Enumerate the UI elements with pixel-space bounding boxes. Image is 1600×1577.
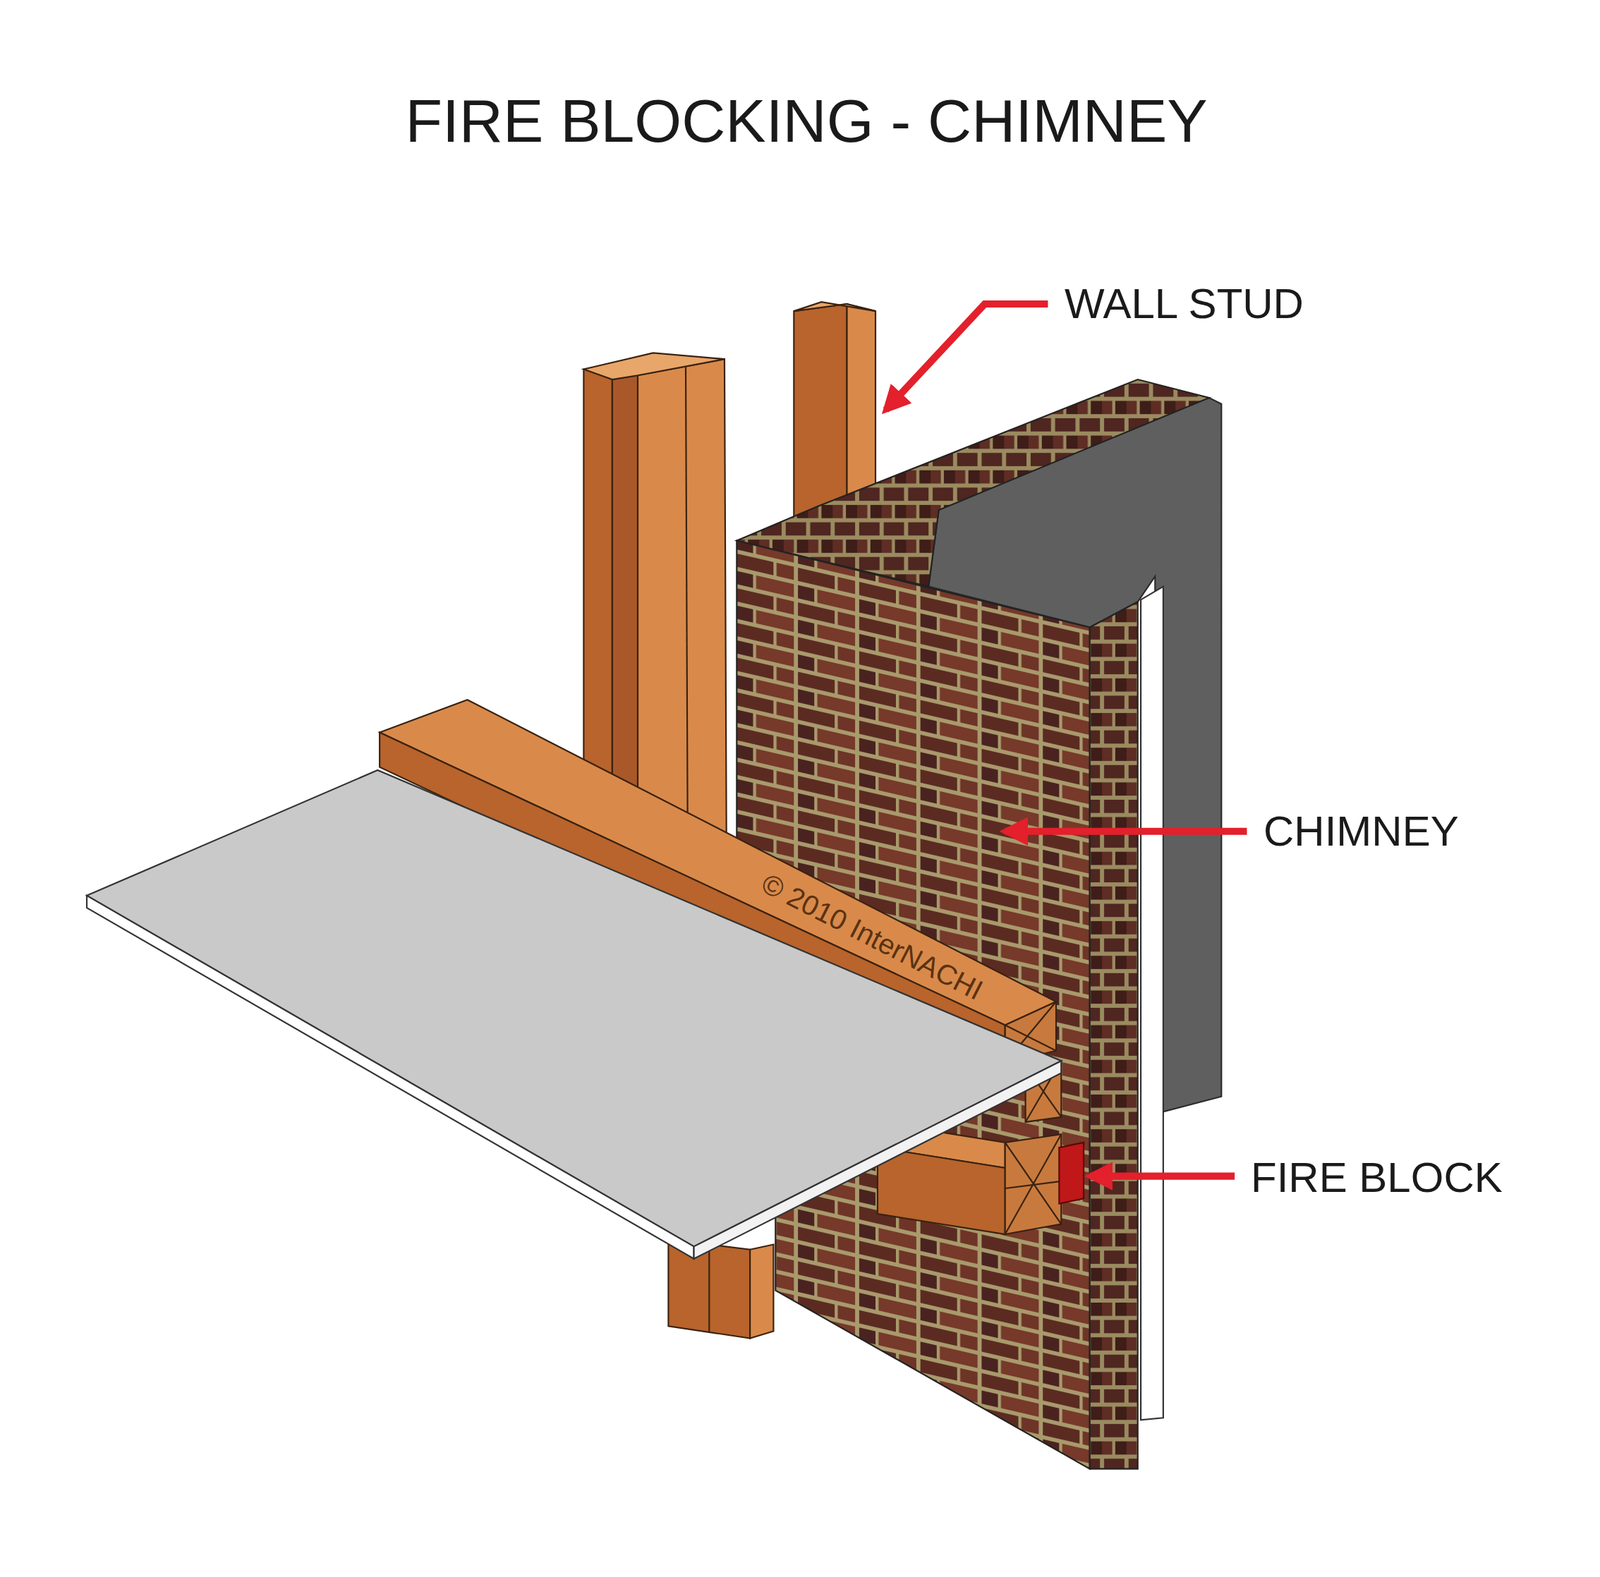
diagram-title: FIRE BLOCKING - CHIMNEY xyxy=(404,87,1208,155)
leader-arrow xyxy=(1005,828,1248,836)
part-label: WALL STUD xyxy=(1064,280,1304,328)
drywall xyxy=(86,770,1062,1260)
liner-edge xyxy=(1140,586,1164,1421)
fire-block xyxy=(1058,1142,1084,1205)
watermark: © 2010 InterNACHI xyxy=(756,867,989,1006)
leader-arrow xyxy=(1089,1173,1235,1181)
part-label: CHIMNEY xyxy=(1263,808,1459,856)
leader-arrow xyxy=(885,304,1048,410)
lower-stud xyxy=(668,1239,774,1339)
part-label: FIRE BLOCK xyxy=(1250,1154,1503,1202)
chimney-top xyxy=(736,379,1210,587)
chimney-side xyxy=(1089,601,1138,1469)
